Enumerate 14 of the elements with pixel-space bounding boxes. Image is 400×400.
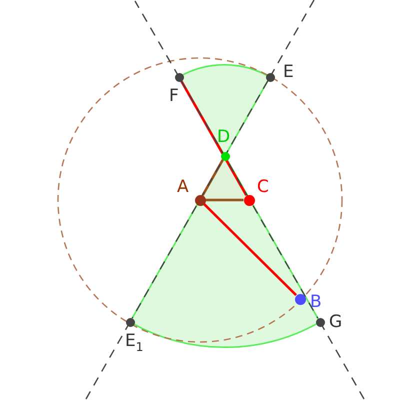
point-label: A [177,178,189,196]
point-label: F [169,87,179,105]
point-label: C [257,178,269,196]
line-segment [202,159,224,196]
line-segment [203,202,297,296]
point-label: B [310,293,322,311]
dashed-line [180,80,318,318]
point-label: D [217,128,230,146]
point-label: E [283,63,294,81]
line-segment [206,198,244,202]
point-label: G [329,313,342,331]
point-label: E$_{1}$ [125,332,144,356]
dashed-line [132,80,268,318]
line-segment [180,80,248,196]
